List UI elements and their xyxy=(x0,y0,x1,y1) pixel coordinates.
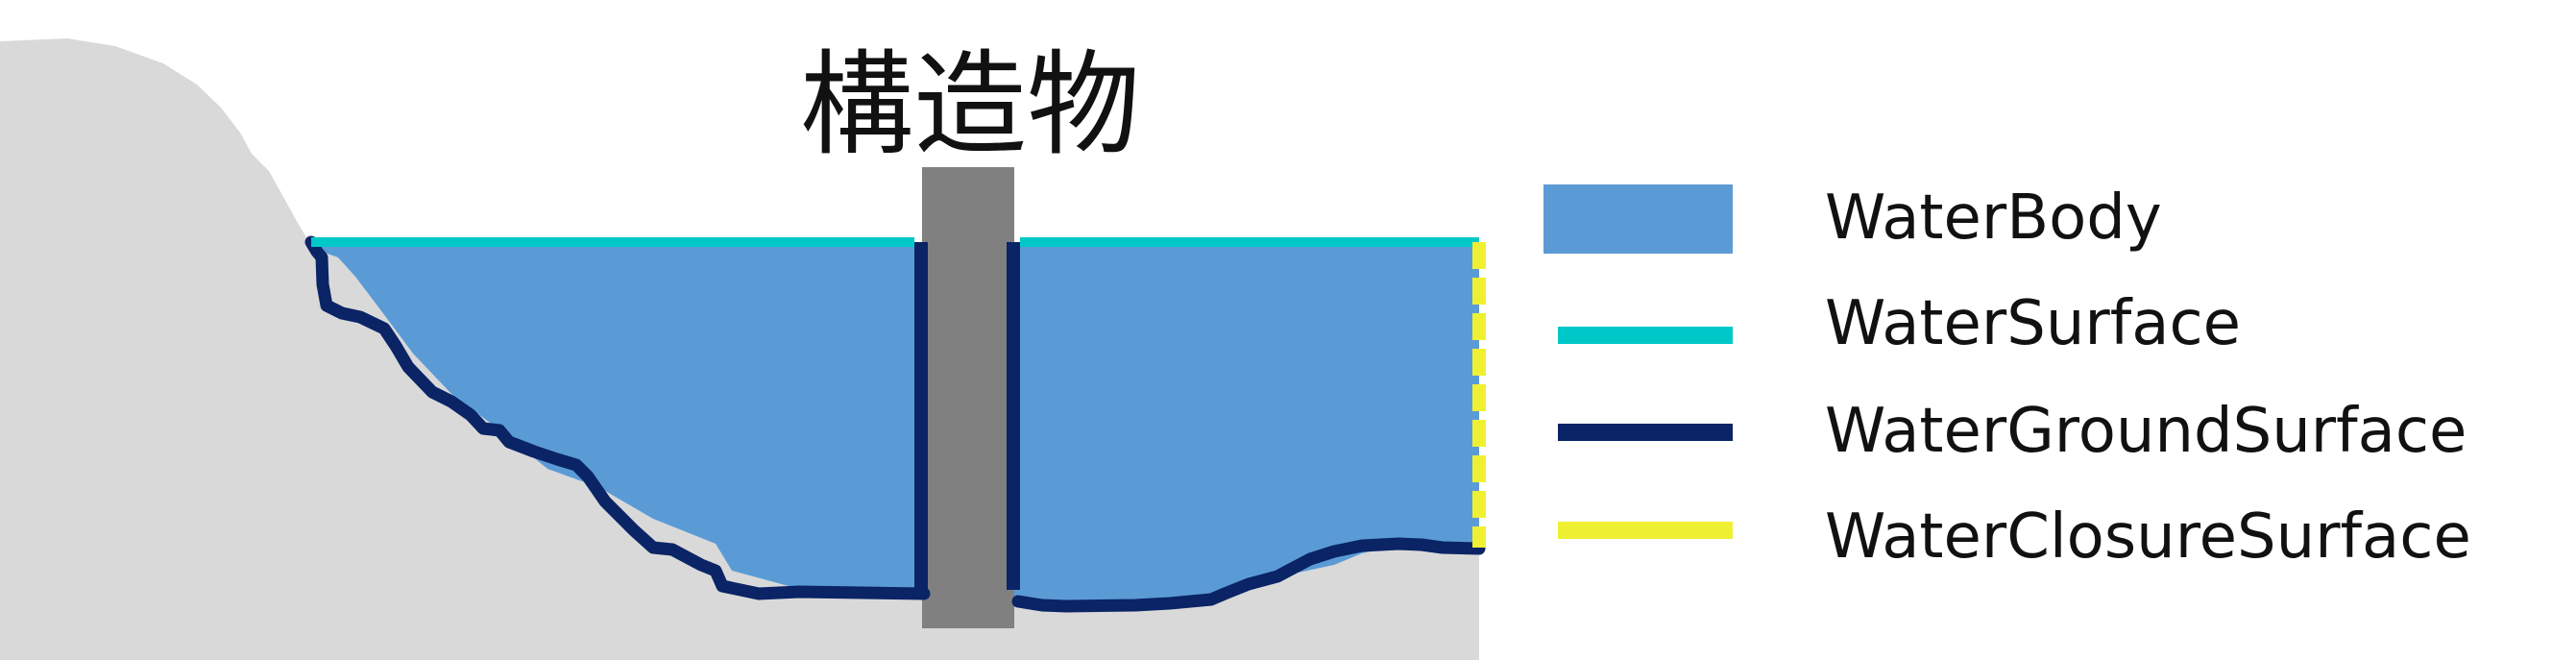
legend-label-water-ground-surface: WaterGroundSurface xyxy=(1825,396,2467,467)
legend: WaterBody WaterSurface WaterGroundSurfac… xyxy=(1543,183,2471,573)
structure-label: 構造物 xyxy=(800,38,1140,171)
legend-label-water-closure-surface: WaterClosureSurface xyxy=(1825,501,2471,573)
legend-swatch-water-body xyxy=(1543,184,1733,254)
legend-swatch-water-surface xyxy=(1558,327,1733,344)
water-ground-surface-line-right xyxy=(1011,537,1486,613)
legend-label-water-body: WaterBody xyxy=(1825,183,2162,254)
ground-terrain xyxy=(0,38,1479,660)
water-body-area xyxy=(311,242,1479,606)
structure-wall-right-ground-surface xyxy=(1007,242,1020,590)
legend-swatch-water-closure-surface xyxy=(1558,522,1733,539)
structure-wall-left-ground-surface xyxy=(914,242,928,590)
structure-pillar xyxy=(922,167,1014,628)
water-ground-surface-line xyxy=(304,235,931,600)
legend-swatch-water-ground-surface xyxy=(1558,424,1733,441)
legend-label-water-surface: WaterSurface xyxy=(1825,288,2241,359)
